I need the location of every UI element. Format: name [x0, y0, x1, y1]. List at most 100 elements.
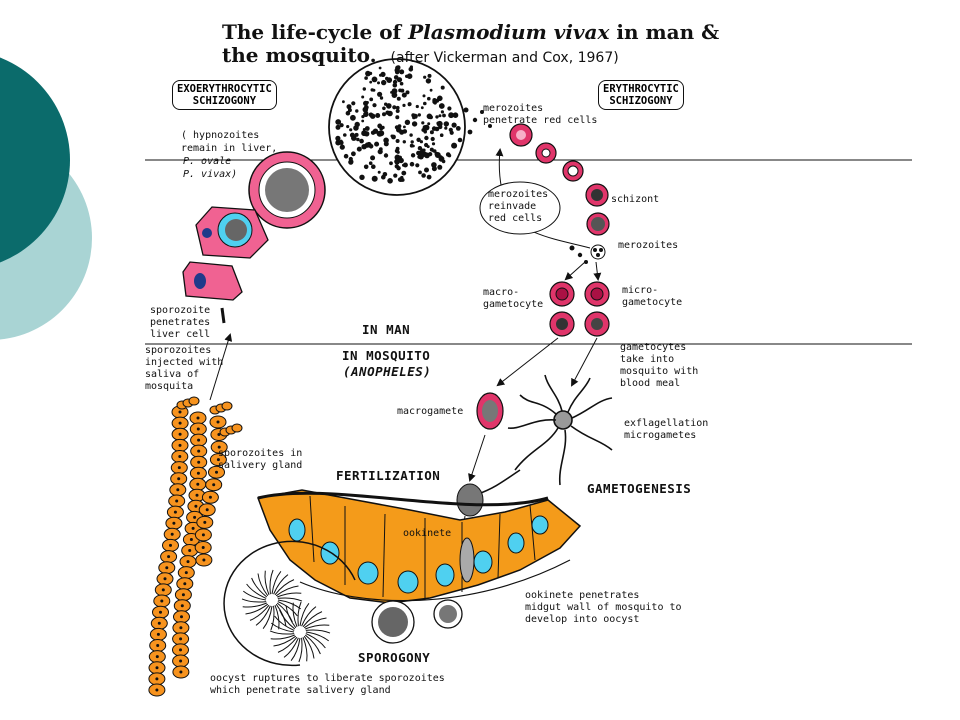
gland-cell-nucleus: [167, 555, 171, 559]
merozoite-dot: [379, 96, 384, 100]
merozoite-dot: [382, 172, 388, 177]
merozoite-dot: [426, 174, 432, 180]
merozoite-dot: [361, 130, 367, 137]
merozoite-dot: [343, 133, 347, 137]
merozoite-dot: [450, 130, 454, 134]
label-anopheles: (ANOPHELES): [343, 364, 432, 379]
merozoite-dot: [428, 152, 433, 157]
gland-cell-nucleus: [205, 508, 209, 512]
gland-cell-nucleus: [169, 543, 172, 547]
sporozoite-spoke: [245, 603, 269, 615]
arrow-to-micro: [593, 261, 602, 281]
sporozoite-spoke: [242, 590, 267, 601]
merozoite-dot: [405, 90, 410, 95]
merozoite-dot: [416, 150, 421, 156]
merozoite-dot: [422, 94, 426, 98]
merozoite-dot: [395, 105, 400, 110]
arrow-up-liver: [209, 333, 233, 401]
gland-cell-nucleus: [201, 533, 205, 537]
sporozoite-spoke: [270, 622, 295, 633]
merozoite-dot: [401, 170, 407, 176]
red-cell-ring: [535, 142, 557, 164]
merozoite-dot: [416, 137, 421, 142]
merozoite-dot: [409, 133, 413, 137]
gland-cell-nucleus: [156, 644, 160, 647]
gland-cell-nucleus: [183, 582, 187, 586]
sporozoite-spoke: [276, 602, 293, 623]
merozoite-dot: [427, 96, 431, 101]
merozoite-dot: [369, 97, 374, 102]
merozoite-dot: [396, 77, 403, 83]
gland-cell-nucleus: [179, 648, 182, 652]
merozoite-dot: [452, 113, 457, 118]
sporozoite-spoke: [303, 617, 327, 629]
exoerythrocytic-box: EXOERYTHROCYTIC SCHIZOGONY: [172, 80, 277, 110]
red-cell-penetrated: [509, 123, 533, 147]
merozoite-dot: [399, 69, 405, 75]
label-fertilization: FERTILIZATION: [336, 468, 441, 483]
merozoite-dot: [424, 135, 429, 141]
sporozoite-spoke: [271, 570, 282, 595]
merozoite-dot: [436, 120, 443, 127]
gland-cell-nucleus: [208, 495, 212, 499]
merozoite-dot: [418, 170, 422, 175]
gland-cell-nucleus: [184, 571, 188, 575]
gland-cell-nucleus: [161, 588, 165, 592]
merozoite-dot: [432, 149, 435, 153]
merozoite-dot: [394, 158, 400, 165]
merozoite-dot: [389, 161, 393, 166]
gland-cell-nucleus: [186, 560, 190, 564]
merozoite-dot: [390, 91, 393, 94]
sporozoite-spoke: [249, 604, 270, 621]
label-ookinete-penetrates: ookinete penetrates midgut wall of mosqu…: [525, 590, 682, 625]
merozoite-dot: [398, 88, 402, 93]
sporozoite-spoke: [277, 636, 298, 653]
gland-cell-nucleus: [189, 538, 193, 541]
zygote-cell: [456, 483, 484, 517]
merozoite-dot: [427, 73, 432, 78]
merozoite-dot: [432, 98, 437, 103]
merozoite-dot: [451, 142, 458, 149]
gland-cell-nucleus: [170, 532, 174, 536]
merozoite-dot: [399, 129, 405, 135]
merozoite-dot: [447, 106, 452, 111]
gland-cell-nucleus: [196, 471, 200, 475]
macrogametocyte-cell: [549, 281, 575, 307]
label-microgametocyte: micro- gametocyte: [622, 285, 683, 308]
sporozoite-spoke: [251, 577, 268, 598]
merozoite-dot: [426, 113, 433, 120]
sporozoite-spoke: [305, 624, 330, 630]
sporozoite-spoke: [304, 634, 321, 655]
merozoite-dot: [415, 104, 419, 109]
merozoite-dot: [409, 143, 414, 148]
gland-cell-nucleus: [155, 655, 159, 659]
midgut-wall: [256, 489, 582, 604]
merozoite-dot: [371, 164, 376, 169]
sporozoite-spoke: [305, 629, 331, 634]
merozoite-dot: [349, 132, 355, 138]
label-sporozoites-gland: sporozoites in salivery gland: [218, 448, 303, 471]
label-schizont: schizont: [611, 194, 660, 205]
sporozoite-spoke: [273, 635, 297, 647]
sporozoite-spoke: [292, 602, 298, 627]
label-merozoites-penetrate: merozoites penetrate red cells: [483, 103, 598, 126]
merozoite-dot: [356, 137, 360, 142]
microgamete-swimming: [477, 469, 521, 495]
merozoite-dot: [429, 88, 433, 92]
merozoite-dot: [370, 155, 376, 161]
sporozoite-spoke: [246, 583, 267, 599]
merozoite-dot: [431, 166, 437, 172]
merozoite-dot: [423, 75, 427, 79]
merozoite-dot: [391, 88, 398, 94]
merozoite-dot: [404, 119, 411, 126]
title-prefix: The life-cycle of: [222, 20, 409, 44]
label-gametocytes-taken: gametocytes take into mosquito with bloo…: [620, 342, 699, 389]
merozoite-dot: [423, 124, 430, 131]
sporozoite-spoke: [242, 602, 267, 608]
ookinete-in-wall: [459, 537, 475, 583]
merozoite-dot: [346, 104, 352, 110]
merozoite-dot: [377, 170, 381, 174]
label-sporozoite-penetrates: sporozoite penetrates liver cell: [150, 305, 211, 340]
merozoite-dot: [345, 110, 351, 116]
